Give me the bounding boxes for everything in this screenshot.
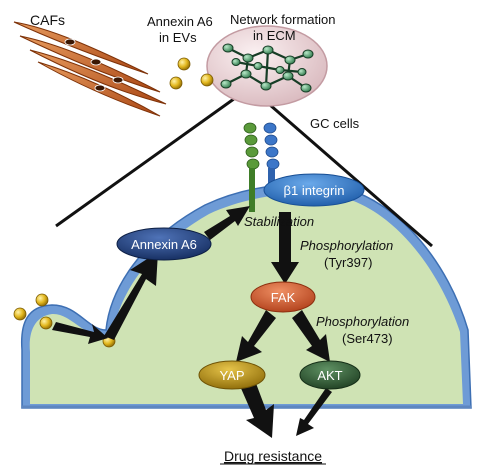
phosphorylation-tyr397-label-2: (Tyr397)	[324, 255, 372, 270]
fak-label: FAK	[271, 290, 296, 305]
arrow-integrin-to-fak	[271, 212, 299, 284]
zoom-line-left	[55, 94, 239, 228]
arrows	[52, 206, 332, 438]
arrow-fak-to-yap	[236, 310, 276, 362]
network-formation-label-1: Network formation	[230, 12, 335, 27]
arrow-akt-to-drug	[296, 388, 332, 436]
akt-oval	[299, 360, 361, 390]
ev-particle-icon	[13, 57, 214, 348]
caf-cells-icon	[13, 21, 167, 117]
gc-cells-label: GC cells	[310, 116, 360, 131]
zoom-line-right	[261, 96, 433, 248]
phosphorylation-tyr397-label-1: Phosphorylation	[300, 238, 393, 253]
network-formation-label-2: in ECM	[253, 28, 296, 43]
phosphorylation-ser473-label-2: (Ser473)	[342, 331, 393, 346]
cafs-label: CAFs	[30, 12, 65, 28]
annexin-evs-label-1: Annexin A6	[147, 14, 213, 29]
phosphorylation-ser473-label-1: Phosphorylation	[316, 314, 409, 329]
annexin-a6-label: Annexin A6	[131, 237, 197, 252]
yap-oval	[198, 360, 266, 390]
beta1-integrin-label: β1 integrin	[284, 183, 345, 198]
beta1-integrin-oval	[263, 173, 365, 207]
drug-resistance-label: Drug resistance	[224, 448, 322, 464]
fak-oval	[250, 281, 316, 313]
integrin-receptor-icon	[243, 122, 280, 212]
arrow-annexin-to-integrin	[204, 206, 250, 240]
gc-cell-nodes	[220, 43, 314, 93]
annexin-evs-label-2: in EVs	[159, 30, 197, 45]
cell-cytoplasm	[29, 193, 464, 404]
annexin-a6-oval	[116, 227, 212, 261]
stabilization-label: Stabilization	[244, 214, 314, 229]
arrow-fak-to-akt	[292, 310, 330, 362]
yap-label: YAP	[219, 368, 244, 383]
arrow-ev-to-annexin	[104, 252, 158, 340]
akt-label: AKT	[317, 368, 342, 383]
arrow-ev-entry	[52, 322, 108, 344]
arrow-yap-to-drug	[240, 378, 274, 438]
